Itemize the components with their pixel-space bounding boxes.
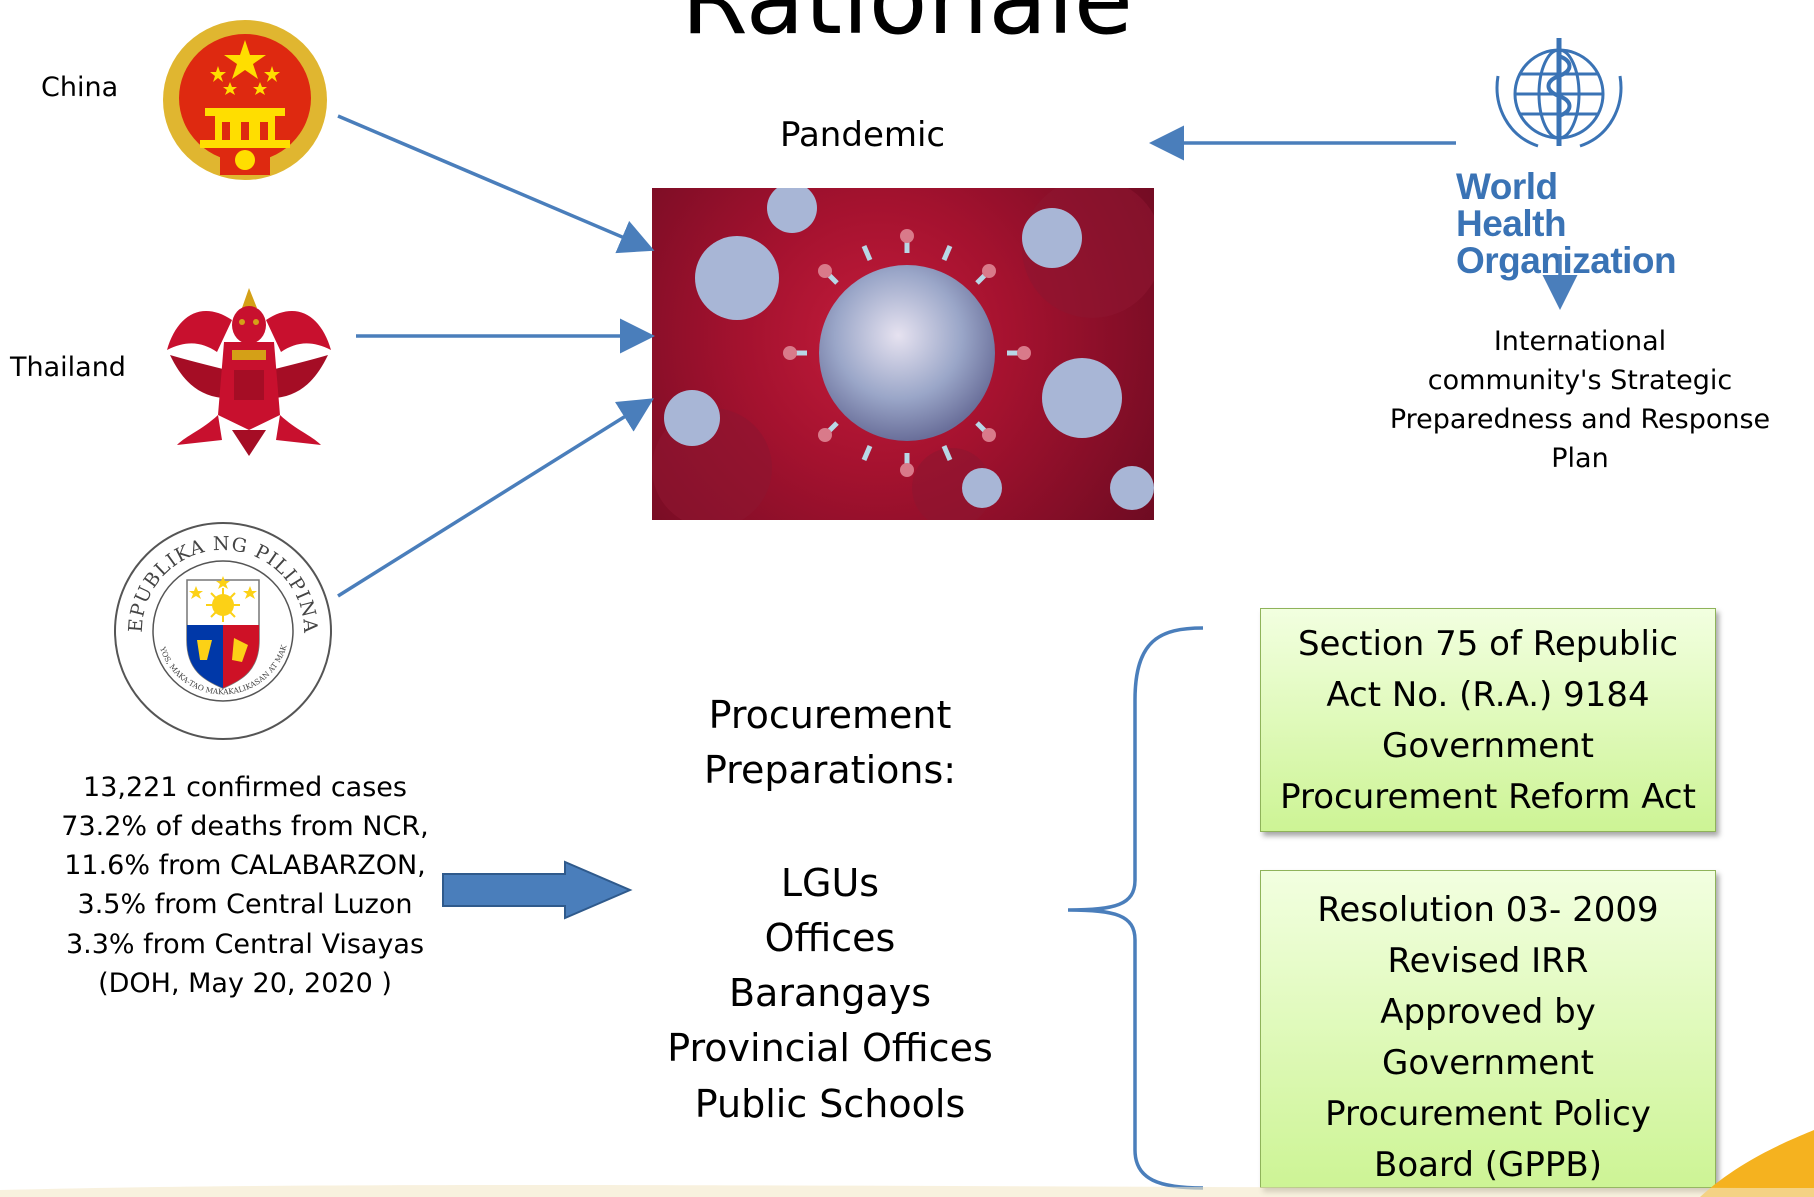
legal-box-line: Act No. (R.A.) 9184	[1326, 675, 1650, 715]
legal-box-line: Procurement Reform Act	[1280, 777, 1696, 817]
who-emblem-icon	[1495, 38, 1623, 148]
procurement-item: Provincial Offices	[667, 1026, 993, 1071]
label-china: China	[41, 72, 119, 103]
legal-box-line: Revised IRR	[1387, 941, 1589, 981]
stats-line: (DOH, May 20, 2020 )	[98, 967, 392, 999]
arrow-china-to-virus	[337, 114, 655, 254]
who-plan-text: International community's Strategic Prep…	[1330, 322, 1814, 479]
legal-box-line: Government	[1381, 726, 1595, 766]
pandemic-label: Pandemic	[780, 115, 946, 155]
procurement-heading: Procurement	[708, 693, 952, 737]
stats-line: 3.3% from Central Visayas	[65, 928, 425, 960]
procurement-heading: Preparations:	[703, 748, 957, 793]
coronavirus-image	[652, 188, 1154, 520]
who-plan-line: Preparedness and Response	[1389, 404, 1771, 436]
procurement-item: Barangays	[728, 971, 932, 1016]
thailand-garuda-icon	[167, 288, 331, 456]
procurement-item: Offices	[764, 916, 896, 961]
philippines-stats: 13,221 confirmed cases 73.2% of deaths f…	[50, 768, 440, 1003]
who-plan-line: Plan	[1551, 443, 1609, 475]
label-thailand: Thailand	[10, 352, 126, 383]
legal-box-line: Section 75 of Republic	[1297, 624, 1679, 664]
decorative-swoosh	[1700, 1130, 1814, 1197]
who-logo-text: World Health Organization	[1456, 166, 1677, 281]
stats-line: 13,221 confirmed cases	[83, 772, 407, 803]
legal-box-line: Resolution 03- 2009	[1317, 890, 1659, 930]
legal-box-line: Procurement Policy	[1325, 1094, 1651, 1134]
who-logo-line2: Organization	[1456, 240, 1677, 281]
stats-line: 3.5% from Central Luzon	[77, 889, 413, 921]
procurement-item: LGUs	[780, 861, 880, 906]
stats-line: 11.6% from CALABARZON,	[64, 850, 426, 882]
stats-line: 73.2% of deaths from NCR,	[61, 811, 429, 843]
who-logo-line1: World Health	[1456, 166, 1567, 244]
legal-box-resolution: Resolution 03- 2009 Revised IRR Approved…	[1260, 870, 1716, 1188]
procurement-block: Procurement Preparations: LGUs Offices B…	[630, 688, 1030, 1132]
decorative-footer-band	[0, 1184, 1814, 1197]
arrow-philippines-to-virus	[337, 398, 654, 598]
legal-box-line: Approved by	[1380, 992, 1596, 1032]
slide-title: Rationale	[681, 0, 1133, 56]
procurement-item: Public Schools	[694, 1081, 966, 1126]
block-arrow	[442, 860, 633, 920]
who-plan-line: community's Strategic	[1427, 365, 1733, 397]
legal-box-ra9184: Section 75 of Republic Act No. (R.A.) 91…	[1260, 608, 1716, 832]
who-plan-line: International	[1493, 326, 1667, 357]
philippines-seal-icon: REPUBLIKA NG PILIPINAS MAKA-DIYOS, MAKA-…	[112, 520, 332, 740]
legal-box-line: Board (GPPB)	[1374, 1145, 1602, 1185]
china-emblem-icon	[163, 20, 327, 180]
legal-box-line: Government	[1381, 1043, 1595, 1083]
curly-brace	[1067, 626, 1204, 1190]
